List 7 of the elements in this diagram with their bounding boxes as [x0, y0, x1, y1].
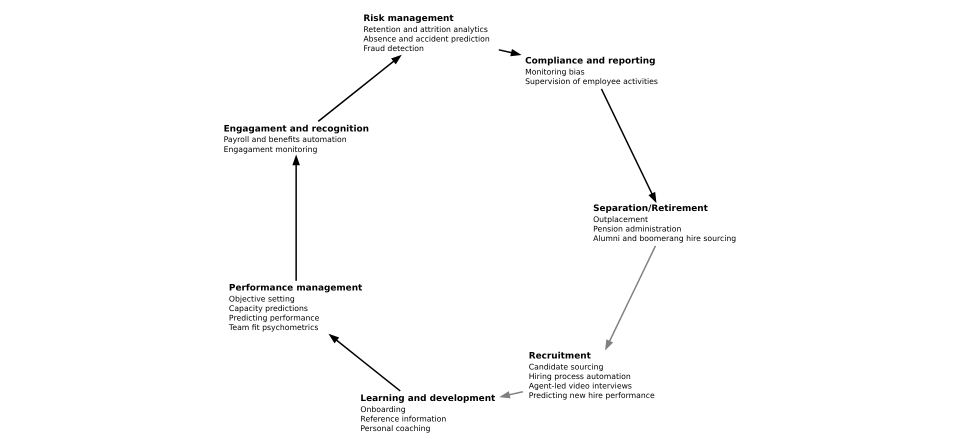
- arrow: [328, 333, 401, 392]
- arrow: [605, 245, 656, 350]
- arrow: [498, 48, 522, 56]
- arrow: [292, 154, 300, 280]
- arrow: [499, 390, 524, 398]
- arrow: [318, 54, 402, 122]
- arrow: [600, 88, 656, 203]
